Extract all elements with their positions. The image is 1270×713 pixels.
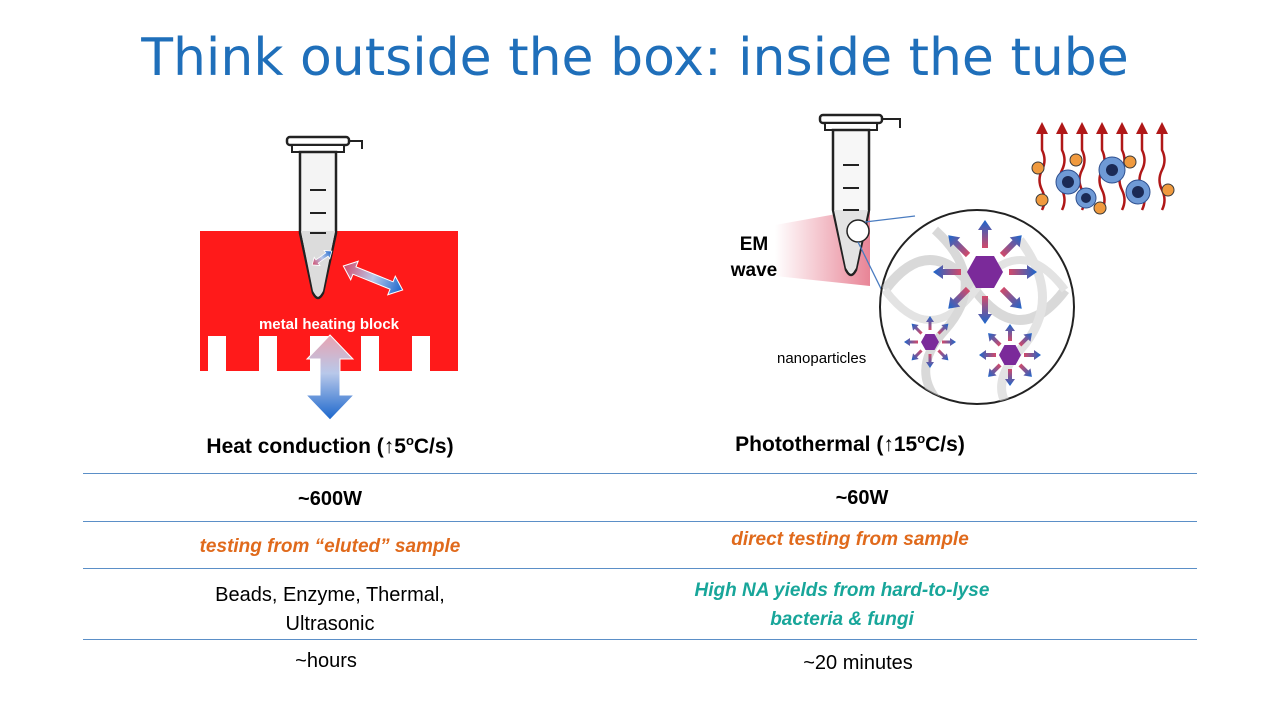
method-right: High NA yields from hard-to-lyse bacteri… [602, 576, 1082, 634]
nanoparticle-small-icon [979, 324, 1041, 386]
table-rule [83, 639, 1197, 640]
em-label-line2: wave [730, 260, 778, 281]
method-left: Beads, Enzyme, Thermal, Ultrasonic [90, 581, 570, 639]
table-rule [83, 473, 1197, 474]
time-right: ~20 minutes [803, 652, 913, 674]
degree-sup: o [917, 431, 926, 446]
table-rule [83, 568, 1197, 569]
heading-main: Photothermal ( [735, 433, 884, 456]
nanoparticle-small-icon [904, 316, 956, 368]
heading-num: 5 [394, 435, 406, 458]
time-left: ~hours [295, 650, 357, 672]
degree-sup: o [405, 433, 414, 448]
power-right: ~60W [835, 487, 889, 509]
vertical-heat-arrow-icon [304, 334, 356, 421]
cell-lysis-illustration [1031, 122, 1175, 215]
up-arrow-icon: ↑ [883, 433, 894, 456]
method-right-line1: High NA yields from hard-to-lyse [694, 580, 990, 601]
method-right-line2: bacteria & fungi [770, 609, 914, 630]
table-rule [83, 521, 1197, 522]
up-arrow-icon: ↑ [383, 435, 395, 458]
em-label-line1: EM [739, 234, 769, 255]
photothermal-diagram [775, 113, 1175, 405]
heading-main: Heat conduction ( [206, 435, 384, 458]
method-left-line2: Ultrasonic [285, 613, 375, 635]
tube-icon [285, 135, 363, 300]
metal-heating-block [200, 231, 458, 371]
slide-title: Think outside the box: inside the tube [141, 28, 1129, 88]
heat-conduction-heading: Heat conduction (↑5oC/s) [90, 433, 570, 459]
photothermal-heading: Photothermal (↑15oC/s) [610, 431, 1090, 457]
heading-num: 15 [893, 433, 918, 456]
nanoparticles-label: nanoparticles [777, 350, 867, 367]
heading-unit: C/s) [413, 435, 454, 458]
em-wave-label: EM wave [722, 232, 786, 284]
metal-heating-block-label: metal heating block [258, 316, 400, 333]
heat-conduction-diagram [200, 135, 458, 421]
heading-unit: C/s) [925, 433, 965, 456]
diagonal-heat-arrow-icon [342, 260, 404, 296]
sample-right: direct testing from sample [731, 529, 969, 550]
method-left-line1: Beads, Enzyme, Thermal, [215, 584, 445, 606]
tube-icon [818, 113, 901, 277]
power-left: ~600W [298, 488, 362, 510]
nanoparticle-large-icon [933, 220, 1037, 324]
sample-left: testing from “eluted” sample [199, 536, 461, 557]
small-heat-arrow-icon [311, 249, 333, 267]
